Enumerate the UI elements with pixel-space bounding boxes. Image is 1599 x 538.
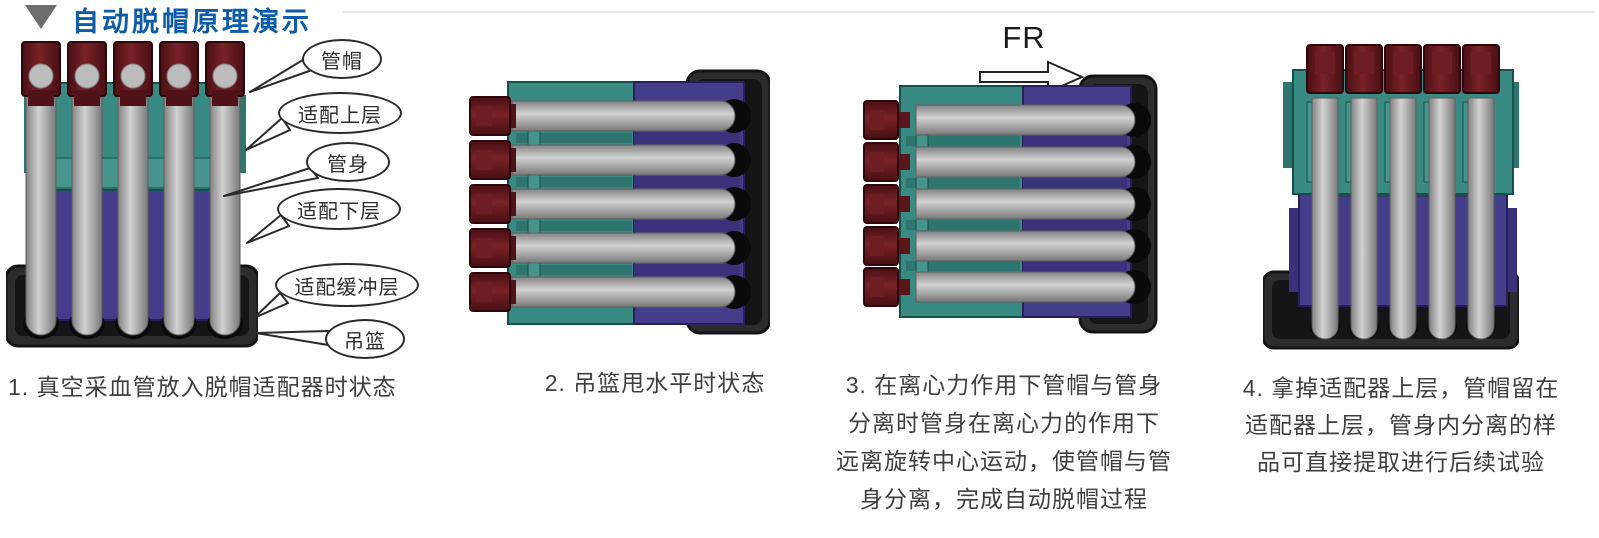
tube-bodies <box>1311 97 1495 340</box>
callout-label: 管帽 <box>321 50 363 73</box>
callout-adapter-upper: 适配上层 <box>278 92 402 134</box>
tube-caps <box>1306 44 1500 94</box>
callout-label: 适配下层 <box>297 200 381 223</box>
callout-tube-cap: 管帽 <box>302 39 382 79</box>
tube-bodies <box>915 104 1136 303</box>
callout-label: 吊篮 <box>344 330 386 353</box>
callout-label: 适配缓冲层 <box>294 276 400 299</box>
callout-tube-body: 管身 <box>306 142 390 182</box>
page-title: 自动脱帽原理演示 <box>72 7 312 37</box>
header-rule <box>342 11 1595 13</box>
tube-bodies <box>511 100 736 308</box>
figure-2-diagram <box>468 62 770 348</box>
fr-annotation: FR <box>1002 20 1046 55</box>
callout-adapter-lower: 适配下层 <box>277 188 401 230</box>
tube-caps <box>469 96 516 312</box>
callout-label: 适配上层 <box>298 104 382 127</box>
figure-2-caption: 2. 吊篮甩水平时状态 <box>544 370 766 396</box>
callout-basket: 吊篮 <box>325 319 405 359</box>
figure-1-diagram <box>6 40 258 350</box>
layer-strips <box>906 132 1127 275</box>
tube-caps <box>21 41 245 106</box>
figure-1-caption: 1. 真空采血管放入脱帽适配器时状态 <box>8 374 397 400</box>
callout-label: 管身 <box>327 153 369 176</box>
layer-strips <box>516 129 740 279</box>
callout-buffer-layer: 适配缓冲层 <box>275 263 419 307</box>
figure-4-caption: 4. 拿掉适配器上层，管帽留在 适配器上层，管身内分离的样 品可直接提取进行后续… <box>1242 375 1560 475</box>
figure-4-diagram <box>1263 42 1519 352</box>
triangle-down-icon <box>25 5 57 29</box>
tube-caps <box>863 100 910 307</box>
tube-bodies <box>25 69 241 336</box>
arrow-right-icon <box>979 60 1085 94</box>
figure-3-caption: 3. 在离心力作用下管帽与管身 分离时管身在离心力的作用下 远离旋转中心运动，使… <box>836 372 1172 512</box>
figure-3-diagram <box>858 20 1158 350</box>
